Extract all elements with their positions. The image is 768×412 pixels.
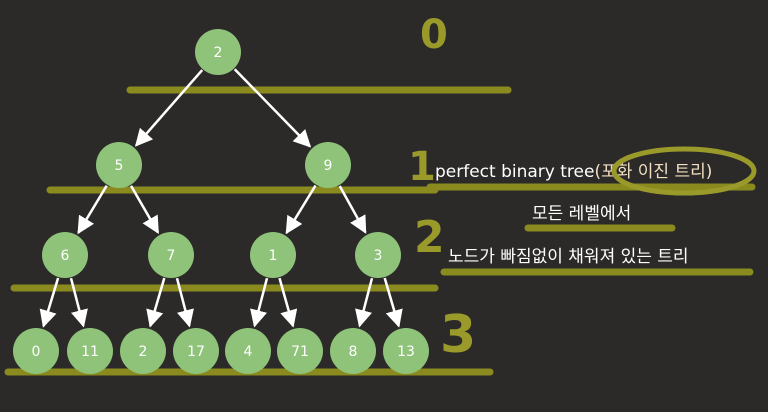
tree-node-circle: [96, 142, 142, 188]
level-numbers: 0 1 2 3: [408, 12, 476, 365]
tree-node-label: 6: [61, 248, 70, 264]
tree-node: 13: [383, 328, 429, 374]
tree-node-label: 11: [81, 344, 99, 360]
level-1-label: 1: [408, 144, 436, 190]
tree-node-label: 9: [324, 158, 333, 174]
tree-node-circle: [250, 232, 296, 278]
tree-node-circle: [13, 328, 59, 374]
tree-edge: [355, 277, 374, 328]
tree-node: 2: [120, 328, 166, 374]
tree-node-label: 17: [187, 344, 205, 360]
tree-edge: [129, 185, 160, 235]
note-line1-english: perfect binary tree: [435, 162, 594, 182]
tree-node: 1: [250, 232, 296, 278]
tree-node-label: 71: [291, 344, 309, 360]
tree-edge: [383, 277, 403, 328]
tree-node: 8: [330, 328, 376, 374]
tree-edge: [233, 68, 312, 148]
tree-node: 2: [195, 29, 241, 75]
tree-node: 4: [225, 328, 271, 374]
tree-edge: [146, 277, 166, 328]
tree-node-circle: [42, 232, 88, 278]
tree-edge: [250, 277, 269, 328]
tree-node-circle: [120, 328, 166, 374]
tree-node: 9: [305, 142, 351, 188]
tree-edge: [77, 184, 108, 235]
note-line1: perfect binary tree(포화 이진 트리): [435, 162, 712, 182]
tree-node-label: 4: [244, 344, 253, 360]
tree-node-label: 1: [269, 248, 278, 264]
tree-node: 71: [277, 328, 323, 374]
tree-node: 17: [173, 328, 219, 374]
tree-node-label: 2: [214, 45, 223, 61]
tree-node-circle: [355, 232, 401, 278]
tree-edge: [338, 185, 367, 234]
tree-node-label: 8: [349, 344, 358, 360]
tree-edges: [39, 68, 403, 328]
highlight-lines: [4, 86, 756, 376]
tree-node-label: 2: [139, 344, 148, 360]
tree-node-circle: [330, 328, 376, 374]
tree-node-circle: [148, 232, 194, 278]
tree-node: 7: [148, 232, 194, 278]
note-line3: 노드가 빠짐없이 채워져 있는 트리: [448, 247, 689, 267]
tree-node-circle: [173, 328, 219, 374]
tree-edge: [134, 69, 204, 147]
tree-node-label: 3: [374, 248, 383, 264]
annotation-notes: perfect binary tree(포화 이진 트리) 모든 레벨에서 노드…: [435, 146, 757, 267]
tree-node-label: 0: [32, 344, 41, 360]
tree-edge: [285, 184, 317, 235]
tree-node: 0: [13, 328, 59, 374]
note-circle: [611, 146, 757, 196]
tree-edge: [69, 277, 88, 328]
tree-node: 11: [67, 328, 113, 374]
tree-node-label: 7: [167, 248, 176, 264]
tree-edge: [175, 277, 194, 328]
tree-node-circle: [67, 328, 113, 374]
tree-node-label: 13: [397, 344, 415, 360]
tree-edge: [278, 277, 298, 328]
note-line1-korean: (포화 이진 트리): [594, 162, 712, 182]
tree-edge: [39, 277, 60, 328]
level-3-label: 3: [440, 305, 476, 365]
tree-node-circle: [195, 29, 241, 75]
tree-node-circle: [383, 328, 429, 374]
tree-node-circle: [305, 142, 351, 188]
note-line2: 모든 레벨에서: [532, 204, 631, 224]
tree-node: 6: [42, 232, 88, 278]
tree-node-label: 5: [115, 158, 124, 174]
tree-node-circle: [277, 328, 323, 374]
level-2-label: 2: [414, 212, 445, 263]
tree-node-circle: [225, 328, 271, 374]
tree-node: 5: [96, 142, 142, 188]
tree-node: 3: [355, 232, 401, 278]
level-0-label: 0: [420, 12, 448, 58]
